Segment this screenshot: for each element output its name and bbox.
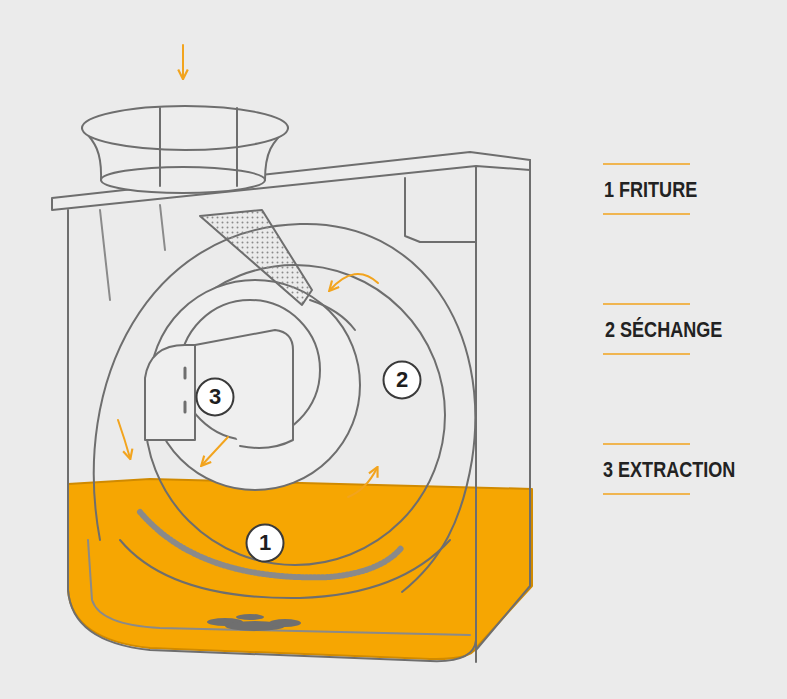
flow-arrow <box>348 468 377 497</box>
callout-circle: 2 <box>382 360 422 400</box>
funnel-rim <box>82 106 288 150</box>
flow-arrow <box>330 274 378 290</box>
drum-outer <box>145 265 445 565</box>
oil-bath <box>68 479 532 659</box>
extraction-basket <box>145 345 195 440</box>
legend-label: 2 SÉCHANGE <box>605 318 722 342</box>
callout-number: 1 <box>259 532 271 554</box>
side-box <box>405 178 476 242</box>
extraction-slot <box>195 330 293 448</box>
legend-label: 3 EXTRACTION <box>603 458 735 482</box>
debris <box>207 614 301 631</box>
flow-arrow <box>118 420 130 458</box>
funnel-seam <box>160 108 237 186</box>
callout-number: 2 <box>396 369 408 391</box>
circle-shape <box>247 525 284 562</box>
housing-front <box>68 210 476 661</box>
circle-shape <box>384 362 421 399</box>
basket-hinge <box>184 368 187 412</box>
housing-back <box>476 160 530 650</box>
drum-lip <box>310 300 355 330</box>
funnel-neck <box>101 167 265 193</box>
callout-circle: 1 <box>245 523 285 563</box>
circle-shape <box>197 379 234 416</box>
flow-arrow <box>202 437 228 465</box>
legend-label: 1 FRITURE <box>604 178 697 202</box>
callout-number: 3 <box>209 386 221 408</box>
flow-arrow <box>182 45 184 78</box>
chute <box>100 205 165 300</box>
perforated-panel <box>200 210 312 305</box>
mesh-bottom <box>140 512 402 577</box>
callout-circle: 3 <box>195 377 235 417</box>
